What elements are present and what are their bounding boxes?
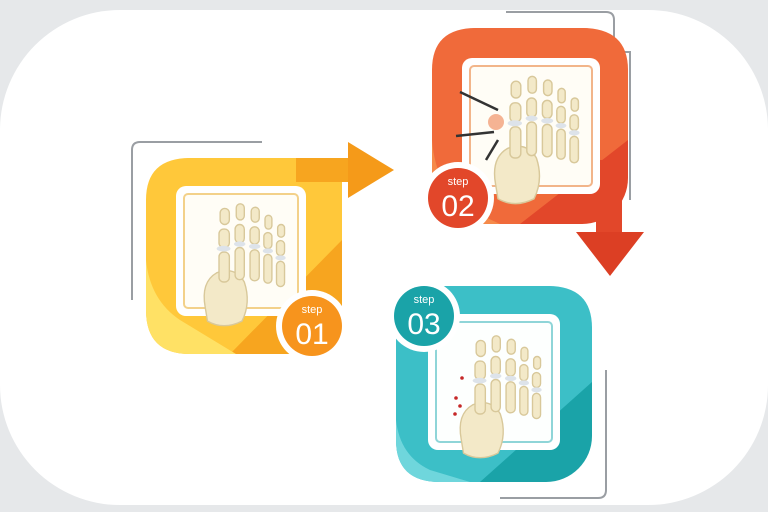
incision-marks — [453, 376, 464, 416]
surgical-pin-icon — [455, 90, 500, 161]
step-03-group: step 03 — [388, 280, 607, 499]
arrow-down-icon — [576, 232, 644, 276]
step-02-number: 02 — [441, 190, 474, 223]
step-01-number: 01 — [295, 318, 328, 351]
step-02-group: step 02 — [422, 11, 644, 276]
step-01-group: step 01 — [131, 141, 394, 362]
step-01-label: step — [302, 304, 323, 316]
step-03-label: step — [414, 294, 435, 306]
step-01-accent-line — [131, 141, 262, 300]
arrow-right-icon — [348, 142, 394, 198]
step-03-accent-line — [500, 370, 607, 499]
step-02-accent-line-top — [506, 11, 615, 100]
step-02-label: step — [448, 176, 469, 188]
step-03-number: 03 — [407, 308, 440, 341]
card-background — [0, 10, 768, 505]
